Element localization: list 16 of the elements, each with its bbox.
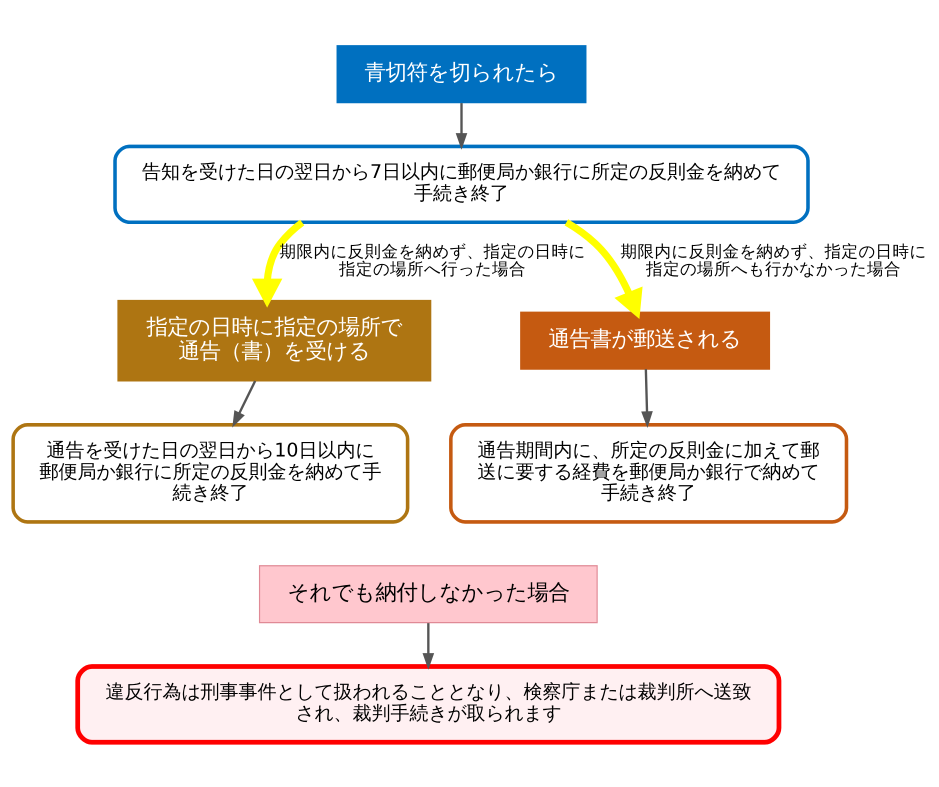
arrow (252, 219, 304, 308)
arrow (232, 380, 256, 428)
node-box: 告知を受けた日の翌日から7日以内に郵便局か銀行に所定の反則金を納めて手続き終了 (113, 144, 810, 224)
node-box: 通告を受けた日の翌日から10日以内に郵便局か銀行に所定の反則金を納めて手続き終了 (11, 422, 410, 524)
arrow (564, 218, 643, 319)
node-box: 通告書が郵送される (520, 311, 770, 370)
node-box: 青切符を切られたら (336, 44, 586, 103)
arrow (456, 102, 468, 150)
node-box: 違反行為は刑事事件として扱われることとなり、検察庁または裁判所へ送致され、裁判手続きが取られます (75, 664, 782, 744)
edge-label: 期限内に反則金を納めず、指定の日時に指定の場所へ行った場合 (279, 241, 586, 278)
node-box: それでも納付しなかった場合 (258, 564, 598, 623)
edge-label: 期限内に反則金を納めず、指定の日時に指定の場所へも行かなかった場合 (620, 241, 927, 278)
arrow (641, 368, 653, 428)
node-box: 通告期間内に、所定の反則金に加えて郵送に要する経費を郵便局か銀行で納めて手続き終了 (449, 422, 848, 524)
arrow (422, 622, 434, 670)
node-box: 指定の日時に指定の場所で通告（書）を受ける (117, 299, 432, 382)
